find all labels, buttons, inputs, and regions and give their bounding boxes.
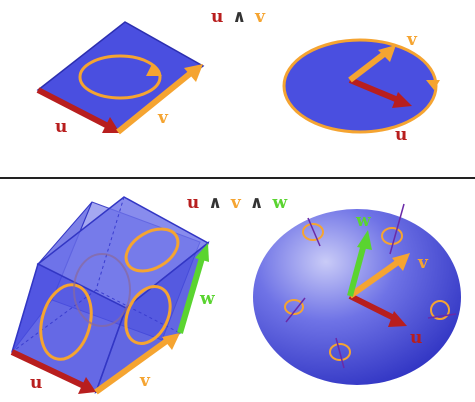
parallelogram-circulation	[78, 54, 162, 100]
box-w-arrow	[177, 257, 205, 334]
parallelogram-u-arrow	[36, 87, 110, 129]
sphere-normal-5	[389, 203, 405, 255]
sphere-v-arrowhead	[392, 253, 410, 271]
sphere-normal-3	[335, 337, 345, 369]
sphere-circulation-1	[302, 223, 324, 241]
box-top-circulation	[124, 227, 180, 273]
bottom-title-v: v	[230, 193, 242, 213]
parallelogram-plane	[36, 21, 205, 133]
parallelogram-circulation-arrowhead	[146, 64, 162, 76]
box-v-label: v	[139, 371, 151, 391]
top-title: u ∧ v	[211, 7, 266, 27]
box-w-arrowhead	[195, 243, 209, 262]
top-title-u: u	[211, 7, 223, 27]
bottom-title-wedge-2: ∧	[250, 193, 264, 213]
ellipse-v-arrow	[348, 51, 386, 83]
box-v-arrow	[94, 337, 170, 395]
sphere-v-arrow	[348, 259, 400, 299]
ellipse-v-arrowhead	[378, 45, 396, 62]
box-front-circulation	[39, 283, 93, 361]
ellipse-bivector: v u	[282, 30, 440, 145]
sphere-circulation-5	[381, 227, 403, 245]
sphere-normal-4	[427, 313, 457, 319]
parallelepiped-trivector: u v w	[10, 196, 215, 395]
ellipse-u-arrowhead	[392, 92, 412, 108]
bottom-title: u ∧ v ∧ w	[187, 193, 288, 213]
parallelogram-bivector: u v	[36, 21, 205, 137]
box-back-circulation	[73, 253, 131, 327]
box-w-label: w	[199, 289, 215, 309]
sphere-u-arrow	[348, 293, 396, 321]
top-title-wedge-1: ∧	[232, 7, 246, 27]
sphere-normal-1	[307, 217, 321, 247]
sphere-circulation-3	[329, 343, 351, 361]
box-u-arrow	[10, 349, 86, 389]
bottom-title-w: w	[271, 193, 287, 213]
parallelogram-v-arrow	[116, 69, 194, 135]
sphere-v-label: v	[417, 253, 429, 273]
sphere-u-label: u	[410, 328, 422, 348]
sphere-w-label: w	[355, 211, 371, 231]
top-title-v: v	[254, 7, 266, 27]
ellipse-u-arrow	[348, 77, 400, 103]
sphere-w-arrowhead	[357, 230, 372, 250]
box-u-label: u	[30, 373, 42, 393]
sphere-circulation-2	[284, 299, 304, 315]
parallelogram-v-arrowhead	[184, 64, 203, 82]
sphere-w-arrow	[347, 243, 367, 297]
box-right-circulation	[124, 285, 172, 345]
box-v-arrowhead	[162, 333, 180, 350]
ellipse-u-label: u	[395, 125, 407, 145]
sphere-normal-2	[285, 297, 306, 323]
parallelogram-v-label: v	[157, 108, 169, 128]
ellipse-circulation-arrowhead	[426, 80, 440, 90]
parallelogram-u-label: u	[55, 117, 67, 137]
bottom-title-u: u	[187, 193, 199, 213]
box-hidden-edge-1	[95, 196, 125, 291]
box-u-arrowhead	[78, 377, 96, 394]
sphere-circulation-4	[430, 300, 450, 320]
ellipse-v-label: v	[406, 30, 418, 50]
sphere-trivector: w v u	[253, 203, 461, 385]
parallelogram-u-arrowhead	[102, 117, 120, 133]
sphere-u-arrowhead	[388, 311, 407, 327]
bottom-title-wedge-1: ∧	[208, 193, 222, 213]
